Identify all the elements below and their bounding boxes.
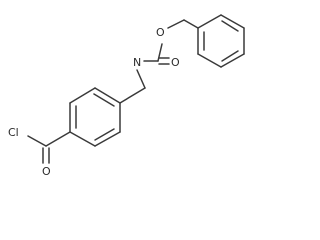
ring-bond [69,87,96,104]
ring-to-methylene-bond [119,87,146,104]
ring-bond [197,53,222,68]
ring-bond [94,87,121,104]
ring-bond [69,131,96,147]
oxygen-atom-label: O [171,56,180,69]
chlorine-atom-label: Cl [8,126,19,139]
molecule-drawing: Cl O N O O [8,14,245,178]
benzyl-group [167,19,199,29]
ring-double-bond [93,93,115,107]
nitrogen-atom-label: N [133,56,141,69]
acyl-chloride-group: Cl O [8,126,71,178]
ring-to-carbonyl-bond [45,131,71,147]
oxygen-atom-label: O [42,165,51,178]
carbonyl-to-chlorine-bond [27,135,47,147]
structure-diagram: Cl O N O O [8,14,245,178]
ring-double-bond [94,128,115,141]
ring-bond [220,53,245,68]
ring-bond [220,14,245,29]
ring-double-bond [221,50,239,62]
oxygen-atom-label: O [156,26,165,39]
ring-bond [94,131,121,147]
phenyl-ring [197,14,245,68]
methylene-to-ring-bond [183,19,199,29]
carbamate-group: O O [143,26,180,69]
ring-double-bond [221,20,239,32]
ring-bond [197,14,222,29]
methylene-to-nitrogen-bond [136,69,146,89]
benzoyl-ring [69,87,121,147]
oxygen-to-methylene-bond [167,19,185,29]
methylene-linker: N [119,56,146,104]
